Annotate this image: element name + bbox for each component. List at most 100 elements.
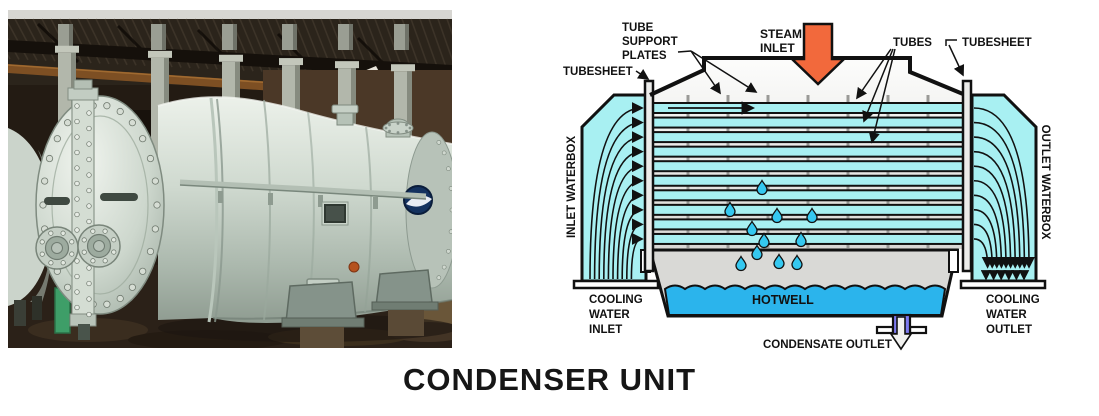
label-hotwell: HOTWELL: [752, 293, 814, 307]
label-tube-support-plates: TUBE: [622, 22, 654, 34]
label-cooling-water-outlet: COOLING: [986, 294, 1040, 306]
label-tubesheet-right: TUBESHEET: [962, 37, 1032, 49]
flange-bolt: [41, 177, 49, 185]
roof-corrugation-line: [8, 21, 29, 61]
nozzle-bolt: [90, 228, 96, 234]
nozzle-bolt: [48, 230, 54, 236]
nozzle-bolt: [60, 260, 66, 266]
shell-opening: [324, 204, 346, 223]
nozzle-hub: [51, 242, 63, 254]
condensate-outlet-fitting: [875, 313, 928, 351]
flange-bolt: [64, 119, 72, 127]
water-droplet: [771, 207, 783, 224]
pillar-stub-shade: [293, 24, 297, 50]
strip-bolt: [74, 103, 80, 109]
condenser-diagram: TUBE SUPPORT PLATES TUBESHEET STEAM INLE…: [563, 22, 1051, 351]
rear-flange-bolt: [448, 186, 452, 191]
outlet-flow-arrow: [973, 150, 1022, 269]
label-tubes: TUBES: [893, 37, 932, 49]
strip-bolt: [74, 211, 80, 218]
label-steam-inlet: STEAM: [760, 27, 802, 41]
pillar-stub-shade: [162, 24, 166, 50]
strip-bolt: [86, 280, 92, 287]
flange-bolt: [53, 135, 61, 143]
strip-bolt: [86, 296, 92, 302]
nozzle-bolt: [60, 230, 66, 236]
inlet-flow-arrow: [603, 145, 644, 280]
inlet-flow-arrow: [607, 160, 644, 280]
flange-bolt: [116, 294, 124, 303]
outlet-flow-arrow: [973, 194, 1008, 269]
strip-bolt: [74, 258, 80, 264]
flange-bolt: [153, 201, 161, 209]
hotwell-basin: [640, 248, 959, 318]
roof-corrugation-line: [446, 18, 452, 36]
orange-marker: [348, 261, 360, 273]
head-slot: [44, 197, 70, 205]
strip-bolt: [86, 218, 92, 225]
flange-bolt: [103, 300, 111, 308]
tubesheet-right-bar: [961, 79, 973, 273]
water-droplet: [791, 254, 803, 271]
manway-bolt: [388, 129, 391, 133]
pillar-shade: [407, 71, 412, 142]
flange-bolt: [128, 119, 136, 127]
pillar-cap: [55, 45, 79, 53]
condensate-flow-arrow: [889, 316, 913, 351]
rear-flange-bolt: [436, 275, 442, 280]
tube: [652, 145, 964, 158]
strip-bolt: [86, 265, 92, 271]
water-droplet: [735, 255, 747, 272]
label-outlet-waterbox: OUTLET WATERBOX: [1039, 125, 1051, 240]
outlet-flow-arrow: [973, 107, 1035, 269]
rear-flange-bolt: [448, 229, 452, 234]
leader-lines: [635, 39, 965, 144]
roof-corrugation-line: [437, 18, 452, 62]
flange-bolt: [146, 154, 155, 163]
roof-corrugation-line: [8, 37, 20, 60]
strip-bolt: [74, 304, 80, 311]
strip-bolt: [86, 125, 92, 132]
flange-bolt: [45, 154, 54, 163]
nozzle-bolt: [69, 251, 75, 257]
strip-bolt: [74, 165, 80, 171]
nozzle-bolt: [81, 237, 87, 243]
pillar-cap: [279, 58, 303, 66]
water-droplet: [758, 232, 770, 249]
svg-text:SUPPORT: SUPPORT: [622, 36, 678, 48]
manway-bolt: [384, 126, 388, 130]
rear-flange-bolt: [441, 264, 447, 270]
water-droplet: [746, 220, 758, 237]
steam-inlet-arrow: [788, 22, 848, 86]
nozzle-bolt: [111, 237, 117, 243]
inlet-flow-arrow: [612, 174, 644, 280]
manway-bolt: [405, 123, 408, 127]
inlet-flow-arrow: [589, 102, 644, 280]
pillar-stub-shade: [349, 24, 353, 50]
vessel-shell: [158, 97, 452, 323]
outlet-flow-arrow: [973, 165, 1017, 269]
flange-bolt: [151, 177, 159, 185]
svg-text:INLET: INLET: [589, 324, 622, 336]
water-droplet: [724, 201, 736, 218]
tube: [652, 131, 964, 144]
flange-bolt: [146, 247, 155, 256]
pillar-cap: [219, 54, 243, 62]
tube: [652, 116, 964, 129]
svg-text:INLET: INLET: [760, 41, 795, 55]
outlet-flow-arrow: [973, 238, 994, 269]
saddle-support: [281, 281, 365, 348]
inlet-flow-arrow: [621, 203, 644, 280]
nozzle-bolt: [39, 251, 45, 257]
strip-bolt: [86, 156, 92, 163]
nozzle-hub: [93, 240, 105, 252]
manway-bolt: [396, 131, 400, 134]
label-cooling-water-inlet: COOLING: [589, 294, 643, 306]
outlet-flow-arrow: [973, 136, 1026, 269]
outlet-flow-arrow: [973, 121, 1031, 269]
strip-bolt: [74, 180, 80, 187]
outlet-flow-arrow: [973, 179, 1012, 269]
hotwell-water: [663, 284, 947, 316]
pillar-shade: [351, 68, 356, 131]
